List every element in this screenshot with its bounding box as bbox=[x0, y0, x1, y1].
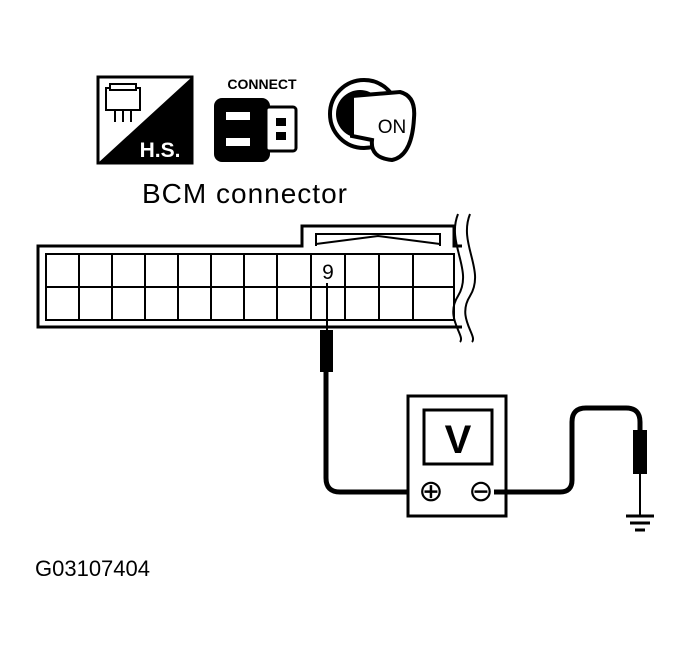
connector-connect-icon: CONNECT bbox=[214, 76, 298, 162]
negative-terminal: ⊖ bbox=[468, 475, 493, 508]
positive-test-lead bbox=[320, 283, 418, 495]
pin-9-label: 9 bbox=[322, 261, 334, 284]
harness-side-label: H.S. bbox=[140, 139, 181, 162]
connect-label: CONNECT bbox=[227, 76, 297, 92]
ignition-on-label: ON bbox=[378, 117, 407, 138]
harness-side-icon: H.S. bbox=[96, 75, 194, 165]
figure-id: G03107404 bbox=[35, 556, 150, 581]
ground-icon bbox=[626, 514, 654, 532]
bcm-connector: 9 bbox=[36, 213, 476, 343]
connector-caption: BCM connector bbox=[142, 178, 348, 209]
voltmeter-symbol: V bbox=[445, 418, 472, 462]
negative-test-lead bbox=[494, 405, 647, 516]
positive-terminal: ⊕ bbox=[418, 475, 443, 508]
ignition-key-icon: ON bbox=[328, 78, 417, 163]
voltmeter: V ⊕ ⊖ bbox=[406, 394, 508, 518]
